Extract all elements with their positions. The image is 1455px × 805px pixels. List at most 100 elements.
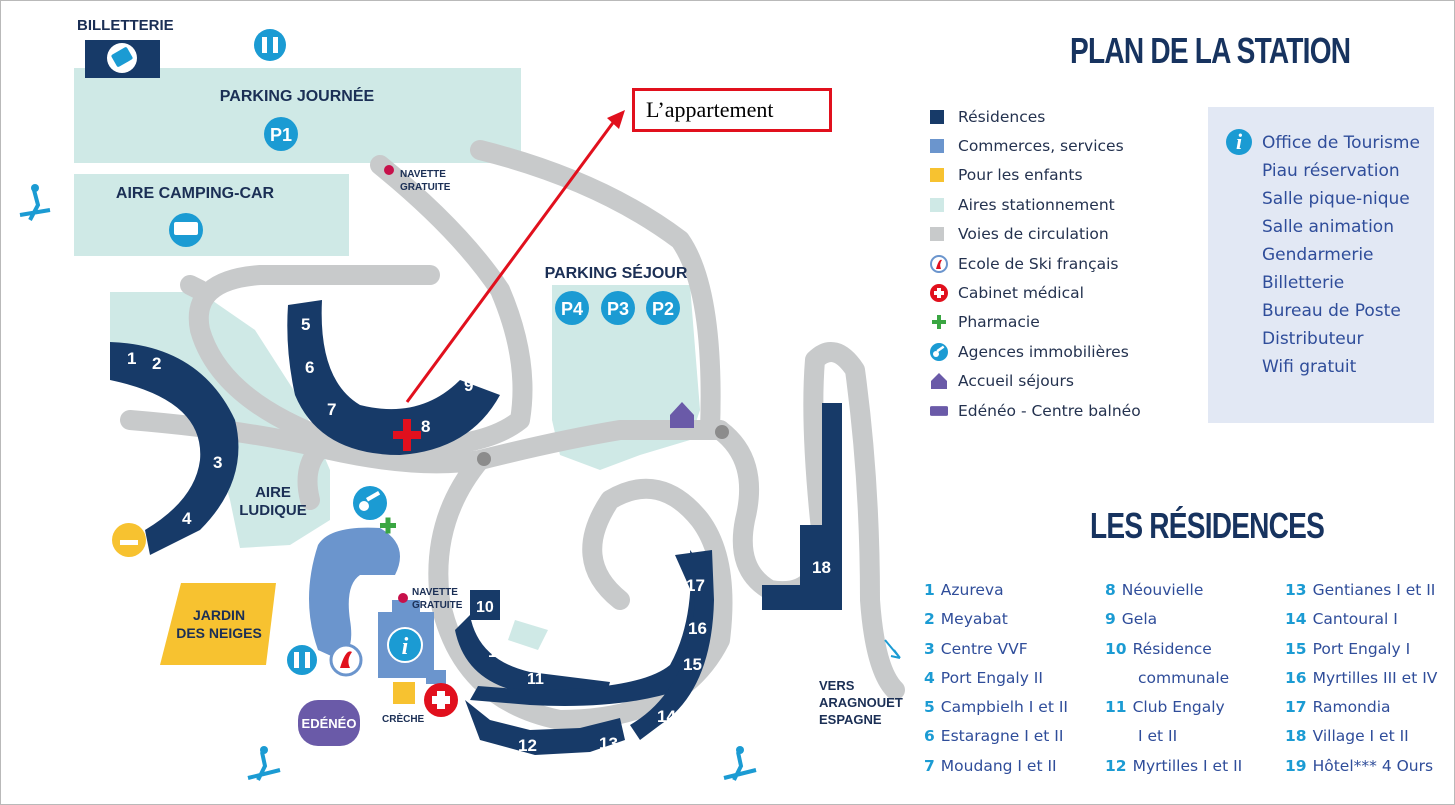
navette-label: NAVETTE: [400, 169, 446, 180]
res-number: 9: [464, 376, 473, 395]
ticket-icon: [107, 43, 137, 73]
office-item: Distributeur: [1262, 329, 1364, 349]
legend-item: Aires stationnement: [930, 190, 1141, 219]
legend-item: Edénéo - Centre balnéo: [930, 396, 1141, 425]
skier-icon: [723, 746, 757, 781]
voies-swatch: [930, 227, 944, 242]
esf-icon: [329, 643, 363, 677]
residence-number: 12: [1105, 756, 1127, 775]
p2-label: P2: [652, 299, 674, 319]
p3-badge: [601, 291, 635, 325]
residence-name: Myrtilles III et IV: [1312, 668, 1438, 687]
edeneo-icon: [930, 405, 948, 416]
res-number: 15: [683, 655, 702, 674]
residence-number: 16: [1285, 668, 1307, 687]
residence-1-4: [110, 342, 239, 555]
residence-name: Estaragne I et II: [940, 727, 1064, 746]
parking-journee-label: PARKING JOURNÉE: [220, 86, 375, 105]
residence-number: 19: [1285, 756, 1307, 775]
vers-label: VERS: [819, 678, 855, 693]
parking-sejour-label: PARKING SÉJOUR: [545, 263, 688, 282]
office-item: Salle animation: [1262, 217, 1394, 237]
legend-label: Accueil séjours: [958, 372, 1074, 391]
res-number: 1: [127, 349, 136, 368]
residence-number: 1: [924, 581, 935, 599]
camping-car-area: [74, 174, 349, 256]
residence-12-17: [470, 550, 705, 706]
key-icon: [353, 486, 387, 520]
commerces-area: [309, 527, 400, 660]
residence-entry: 1 Azureva: [924, 576, 1068, 605]
house-icon: [931, 373, 947, 390]
residence-name: Port Engaly II: [940, 668, 1043, 687]
legend-item: Pharmacie: [930, 308, 1141, 337]
legend-label: Agences immobilières: [958, 342, 1129, 361]
info-letter: i: [402, 634, 409, 660]
residence-number: 8: [1105, 581, 1116, 599]
aire-ludique-label: LUDIQUE: [239, 502, 307, 519]
legend-item: Accueil séjours: [930, 367, 1141, 396]
residence-name: Meyabat: [940, 610, 1008, 629]
residence-name: Gela: [1121, 610, 1158, 629]
sled-icon: [112, 523, 146, 557]
legend-item: Voies de circulation: [930, 220, 1141, 249]
medical-cross-icon: [424, 683, 458, 717]
res-number: 17: [686, 576, 705, 595]
accueil-house-icon: [670, 402, 694, 428]
stationnement-swatch: [930, 197, 944, 212]
apartment-arrow: [405, 119, 617, 403]
skier-icon: [19, 184, 51, 221]
page-title: PLAN DE LA STATION: [1070, 30, 1351, 71]
apartment-marker-icon: [393, 419, 421, 451]
residence-entry: 6 Estaragne I et II: [924, 722, 1068, 751]
p3-label: P3: [607, 299, 629, 319]
legend-item: Cabinet médical: [930, 278, 1141, 307]
residence-number: 10: [1105, 639, 1127, 658]
residence-name: Azureva: [940, 581, 1004, 599]
res-number: 4: [182, 509, 192, 528]
office-info-panel: i Office de Tourisme Piau réservation Sa…: [1208, 107, 1434, 423]
res-number: 2: [152, 354, 161, 373]
p4-label: P4: [561, 299, 583, 319]
navette-dot: [384, 165, 394, 175]
legend-label: Cabinet médical: [958, 284, 1084, 303]
navette-label: GRATUITE: [400, 182, 451, 193]
navette-label: GRATUITE: [412, 600, 463, 611]
jardin-des-neiges: [160, 583, 276, 665]
residence-number: 11: [1105, 698, 1127, 717]
res-number: 12: [518, 736, 537, 755]
legend-label: Edénéo - Centre balnéo: [958, 401, 1141, 420]
residence-entry: I et II: [1105, 722, 1242, 751]
residence-name: Campbielh I et II: [940, 698, 1068, 717]
res-number: 13: [599, 734, 618, 753]
esf-icon: [930, 254, 948, 273]
office-item: Gendarmerie: [1262, 245, 1374, 265]
edeneo-badge: [298, 700, 360, 746]
direction-arrow-icon: [884, 639, 901, 659]
residence-name: Gentianes I et II: [1312, 581, 1436, 599]
residences-title: LES RÉSIDENCES: [1090, 505, 1325, 546]
residence-name: Moudang I et II: [940, 756, 1057, 775]
office-info-list: Office de Tourisme Piau réservation Sall…: [1262, 129, 1420, 381]
residence-number: 18: [1285, 727, 1307, 746]
res-number: 7: [327, 400, 336, 419]
residence-name: Port Engaly I: [1312, 639, 1411, 658]
pharmacy-cross-icon: [380, 517, 396, 534]
vers-label: ESPAGNE: [819, 712, 882, 727]
residences-swatch: [930, 109, 944, 124]
res-number: 11: [527, 671, 544, 688]
res-number: 6: [305, 358, 314, 377]
res-number: 3: [213, 453, 222, 472]
creche-label: CRÈCHE: [382, 712, 425, 725]
residence-number: 6: [924, 727, 935, 746]
res-number: 18: [812, 558, 831, 577]
enfants-swatch: [930, 168, 944, 183]
res-number: 5: [301, 315, 310, 334]
